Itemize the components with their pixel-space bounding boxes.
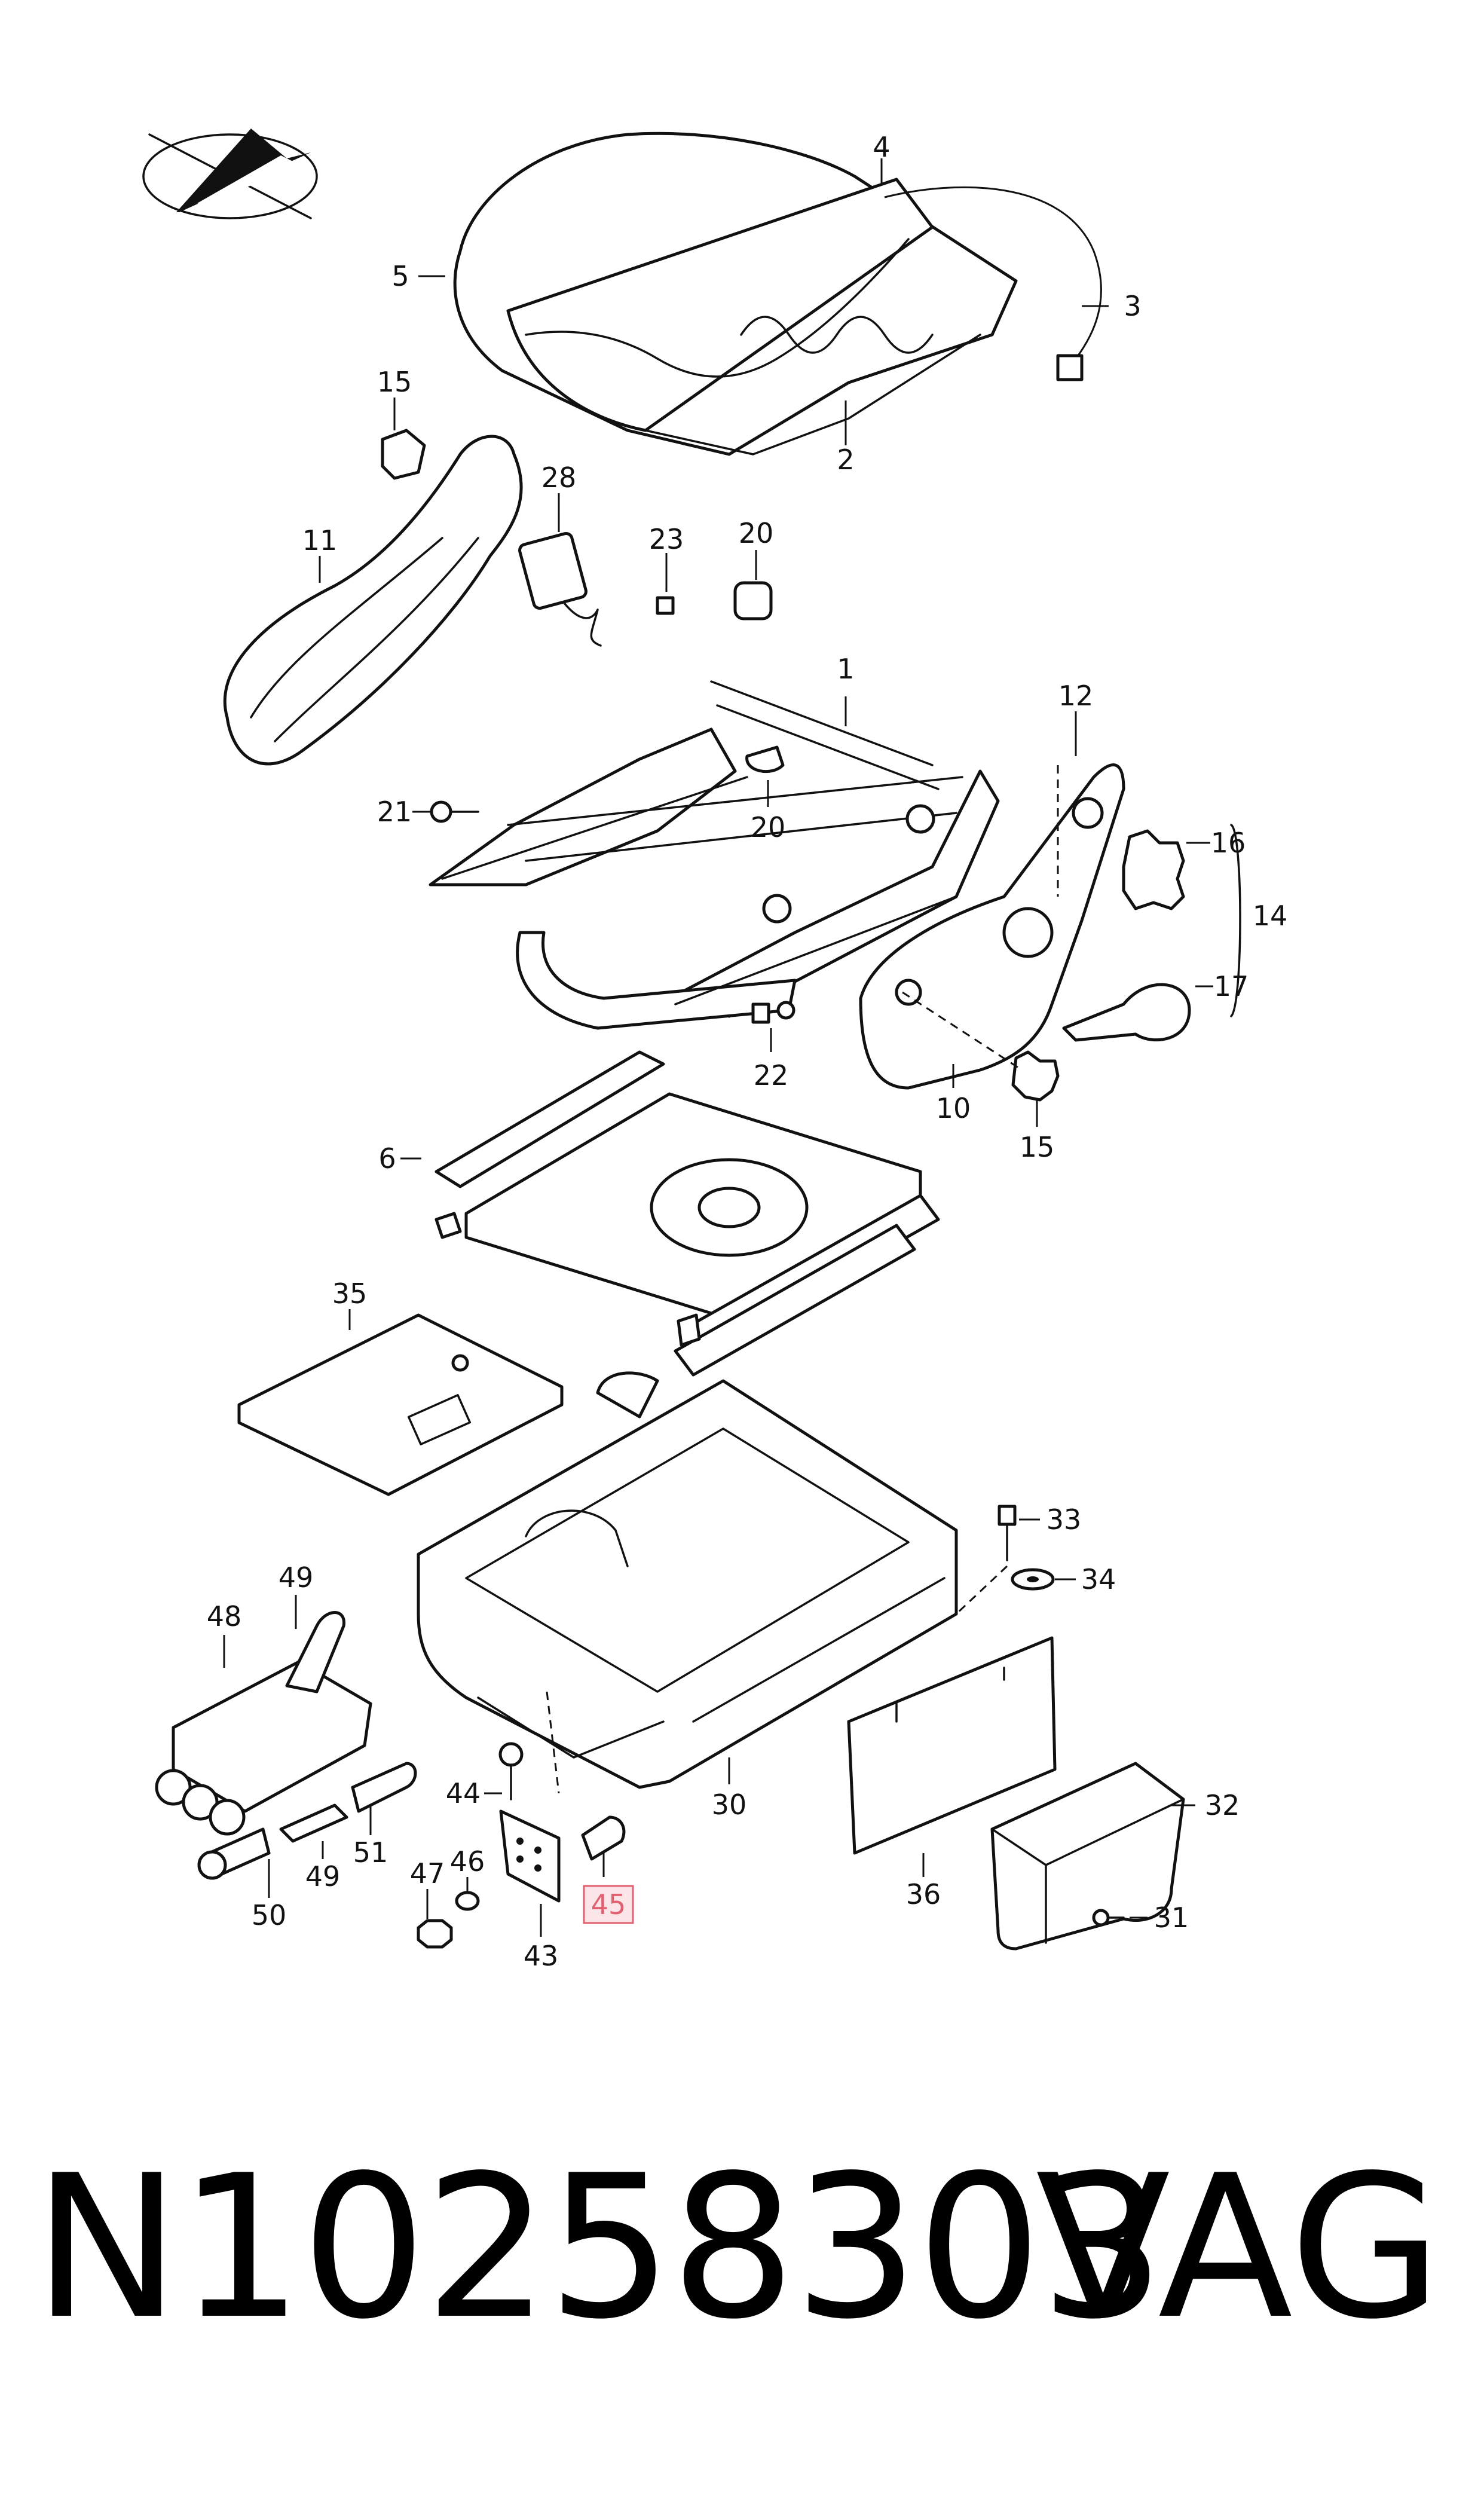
seat-frame bbox=[429, 680, 1000, 1030]
bracket-fasteners bbox=[417, 1742, 626, 1949]
callout-32: 32 bbox=[1205, 1789, 1240, 1821]
cover-plate bbox=[237, 1313, 564, 1496]
storage-bin bbox=[990, 1762, 1185, 1951]
callout-23: 23 bbox=[649, 523, 684, 555]
callout-20-mid: 20 bbox=[751, 811, 786, 843]
callout-34: 34 bbox=[1081, 1563, 1116, 1595]
highlight-box bbox=[583, 1885, 634, 1924]
callout-21: 21 bbox=[377, 796, 412, 828]
orientation-arrow-icon bbox=[142, 129, 318, 219]
callout-20-top: 20 bbox=[739, 517, 774, 549]
callout-1: 1 bbox=[837, 653, 854, 685]
cover-panel-36 bbox=[847, 1636, 1057, 1855]
callout-4: 4 bbox=[873, 131, 890, 163]
callout-22: 22 bbox=[754, 1059, 789, 1092]
valve-block-assembly bbox=[155, 1611, 417, 1880]
callout-50: 50 bbox=[252, 1899, 287, 1931]
callout-48: 48 bbox=[207, 1600, 242, 1633]
exploded-parts-diagram: 4 5 3 2 15 28 11 23 20 1 12 21 20 16 14 … bbox=[142, 129, 1288, 1972]
bolt-washer-33-34 bbox=[955, 1505, 1055, 1615]
callout-2: 2 bbox=[837, 444, 854, 476]
screw-31 bbox=[1092, 1909, 1125, 1927]
callout-12: 12 bbox=[1058, 680, 1094, 712]
callout-36: 36 bbox=[906, 1878, 941, 1910]
callout-33: 33 bbox=[1047, 1503, 1082, 1536]
callout-17: 17 bbox=[1214, 970, 1249, 1002]
callout-46: 46 bbox=[450, 1845, 485, 1878]
storage-housing bbox=[417, 1371, 958, 1794]
part-number: N10258303 bbox=[33, 2133, 1165, 2362]
callout-35: 35 bbox=[332, 1277, 368, 1310]
callout-44: 44 bbox=[446, 1777, 481, 1809]
callout-15-mid: 15 bbox=[1020, 1131, 1055, 1163]
belt-buckle bbox=[518, 531, 602, 647]
callout-43: 43 bbox=[524, 1940, 559, 1972]
callout-10: 10 bbox=[936, 1092, 971, 1124]
callout-30: 30 bbox=[712, 1789, 747, 1821]
callout-49-bottom: 49 bbox=[305, 1860, 341, 1893]
footer: N10258303 VAG bbox=[0, 2122, 1484, 2373]
callout-28: 28 bbox=[541, 461, 577, 494]
side-trim-adjusters bbox=[859, 763, 1241, 1102]
callout-11: 11 bbox=[302, 524, 338, 557]
callout-47: 47 bbox=[410, 1857, 445, 1890]
callout-15-top: 15 bbox=[377, 366, 412, 398]
seat-cushion bbox=[453, 132, 1102, 456]
callout-49-top: 49 bbox=[279, 1561, 314, 1594]
callout-16: 16 bbox=[1211, 827, 1246, 859]
callout-31: 31 bbox=[1154, 1901, 1189, 1934]
seat-rails bbox=[435, 1050, 940, 1377]
fasteners-upper bbox=[430, 581, 795, 1024]
brand-name: VAG bbox=[1035, 2133, 1442, 2362]
callout-6: 6 bbox=[378, 1142, 396, 1175]
callout-3: 3 bbox=[1124, 290, 1141, 322]
callout-45: 45 bbox=[591, 1888, 626, 1921]
callout-51: 51 bbox=[353, 1836, 388, 1869]
callout-labels: 4 5 3 2 15 28 11 23 20 1 12 21 20 16 14 … bbox=[207, 131, 1288, 1972]
callout-14: 14 bbox=[1253, 900, 1288, 932]
callout-5: 5 bbox=[391, 260, 409, 292]
callout-leaders bbox=[223, 158, 1213, 1937]
side-trim-panel bbox=[223, 429, 523, 766]
